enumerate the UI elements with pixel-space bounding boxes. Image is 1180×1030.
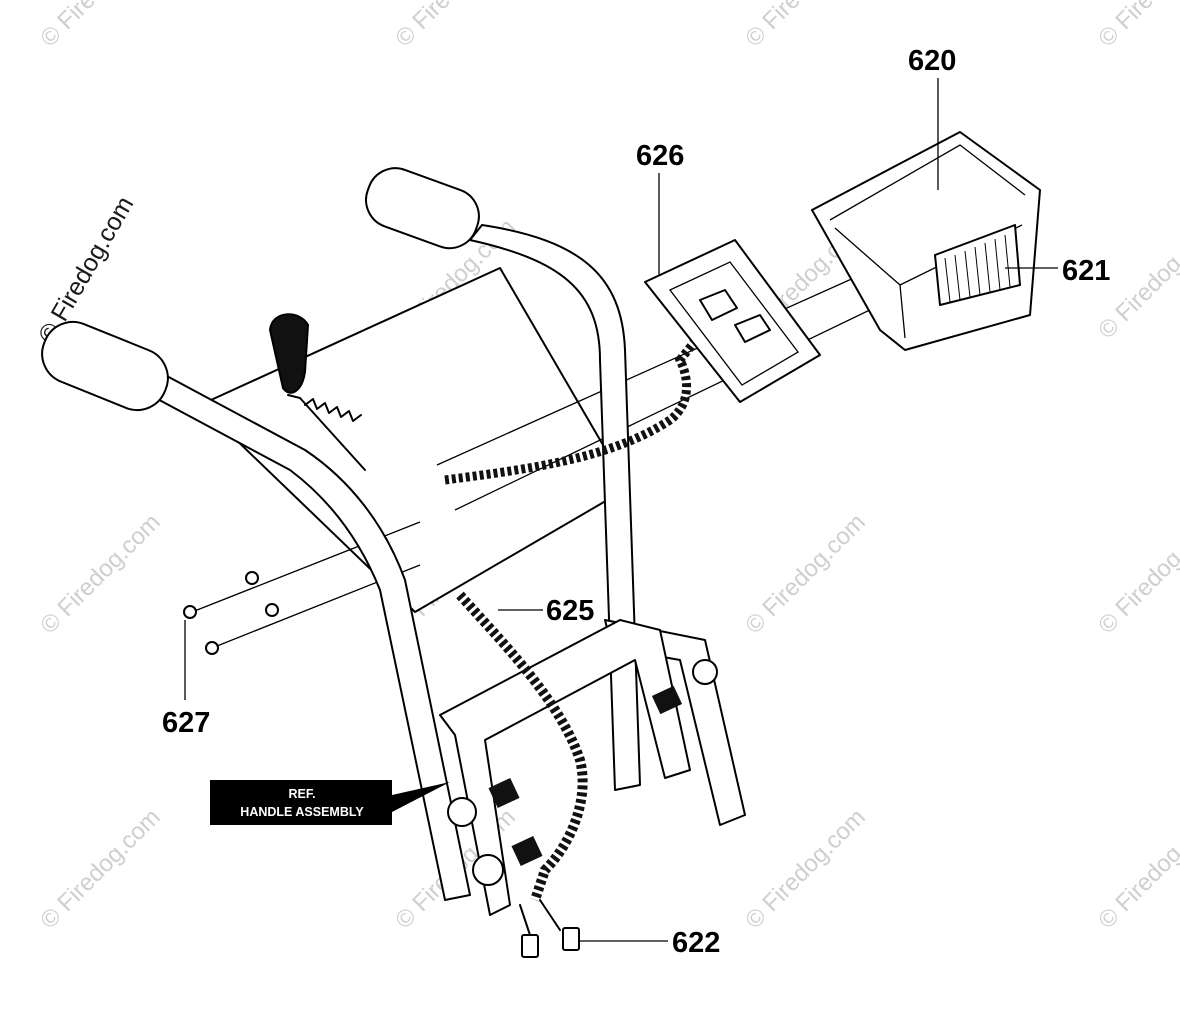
watermark-text: © Firedog.com — [390, 0, 521, 52]
watermark-text: © Firedog.com — [1093, 804, 1180, 935]
bolts — [447, 659, 718, 886]
ref-label-line2: HANDLE ASSEMBLY — [240, 805, 364, 819]
headlight-lens — [934, 224, 1021, 306]
callout-622: 622 — [672, 927, 720, 959]
callout-627: 627 — [162, 707, 210, 739]
watermark-text: © Firedog.com — [35, 509, 166, 640]
callout-626: 626 — [636, 140, 684, 172]
callout-621: 621 — [1062, 255, 1110, 287]
ref-label: REF. HANDLE ASSEMBLY — [210, 780, 450, 825]
wire-harness — [444, 332, 704, 936]
ref-label-line1: REF. — [288, 787, 315, 801]
shift-lever — [268, 313, 366, 471]
connectors — [521, 927, 580, 958]
mounting-bracket — [644, 239, 821, 403]
fasteners — [183, 571, 279, 655]
callout-620: 620 — [908, 45, 956, 77]
headlight-housing — [811, 131, 1041, 351]
handle-left — [41, 320, 691, 916]
watermark-text: © Firedog.com — [1093, 0, 1180, 52]
callout-625: 625 — [546, 595, 594, 627]
watermark-text: © Firedog.com — [35, 804, 166, 935]
watermark-text: © Firedog.com — [740, 509, 871, 640]
watermark-text: © Firedog.com — [740, 0, 871, 52]
watermark-text: © Firedog.com — [740, 804, 871, 935]
watermark-text: © Firedog.com — [1093, 509, 1180, 640]
watermark-text: © Firedog.com — [35, 0, 166, 52]
leader-lines — [184, 78, 1058, 942]
